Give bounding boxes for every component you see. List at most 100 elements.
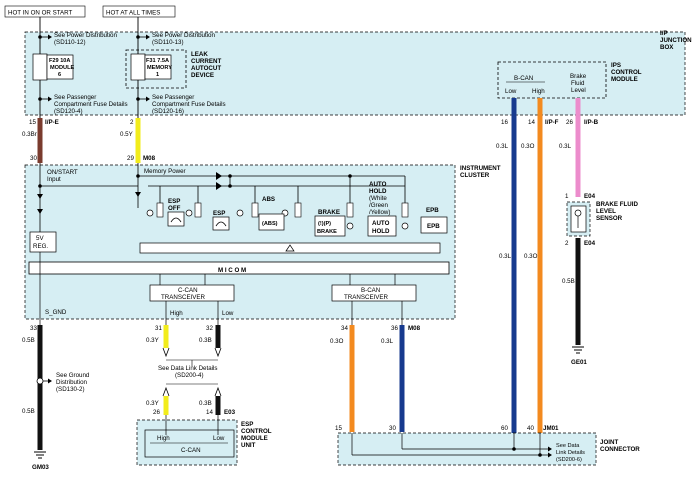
auto-hold-color-2: /Green — [369, 202, 388, 209]
junction-box-title-2: JUNCTION — [660, 37, 692, 44]
diode-icon — [135, 192, 141, 197]
arrow-icon — [146, 34, 150, 40]
hot-all-times-label: HOT AT ALL TIMES — [106, 10, 160, 17]
indicator-lamps — [146, 202, 409, 230]
arrow-icon — [48, 34, 52, 40]
esp-icon — [212, 216, 230, 231]
continuation-icon — [162, 386, 170, 397]
ground-dist-1: See Ground — [56, 372, 90, 379]
pass-fuse-2b: Compartment Fuse Details — [152, 101, 226, 108]
fuse-1 — [32, 53, 48, 81]
pin-14-esp: 14 — [206, 409, 213, 416]
leak-label-2: CURRENT — [191, 58, 221, 65]
wire-spec-blue-long: 0.3L — [499, 253, 512, 260]
conn-e03: E03 — [224, 409, 236, 416]
on-start-label: ON/START — [47, 169, 78, 176]
diode-icon — [37, 194, 43, 199]
esp-module-title-1: ESP — [241, 421, 253, 428]
pin-30: 30 — [30, 155, 37, 162]
power-dist-2: See Power Distribution — [152, 32, 215, 39]
joint-data-link-2: Link Details — [556, 450, 585, 456]
ips-bcan-label: B-CAN — [514, 75, 533, 82]
conn-e04-top: E04 — [584, 193, 596, 200]
fuse-1-label: F29 10A MODULE 6 — [46, 54, 75, 80]
b-can-transceiver — [331, 284, 417, 302]
ips-title-1: IPS — [611, 62, 621, 69]
esp-module-title-2: CONTROL — [241, 428, 272, 435]
joint-internal-wiring — [351, 433, 548, 456]
sensor-title-3: SENSOR — [596, 215, 623, 222]
epb-icon — [420, 216, 448, 234]
header-hot-all-times: HOT AT ALL TIMES — [102, 5, 176, 18]
pin-16: 16 — [501, 119, 508, 126]
fuse-2-label: F31 7.5A MEMORY 1 — [144, 54, 172, 80]
brake-icon — [314, 215, 346, 237]
pass-fuse-1a: See Passenger — [54, 94, 96, 101]
epb-icon-text: EPB — [427, 223, 440, 230]
pin-32: 32 — [206, 325, 213, 332]
pin-14: 14 — [528, 119, 535, 126]
wire-spec-34: 0.3O — [330, 338, 344, 345]
conn-e04-bottom: E04 — [584, 240, 596, 247]
data-link-details-2: (SD200-4) — [175, 372, 204, 379]
wire-spec-blue: 0.3L — [496, 143, 509, 150]
brake-icon-text-2: BRAKE — [317, 229, 337, 235]
bcan-label-1: B-CAN — [361, 287, 380, 294]
wire-spec-36: 0.3L — [381, 338, 394, 345]
ips-title-3: MODULE — [611, 76, 638, 83]
arrow-icon — [548, 452, 552, 458]
abs-icon — [258, 213, 285, 231]
esp-label: ESP — [213, 210, 225, 217]
leak-current-device — [125, 49, 187, 89]
fuse-2-number: 1 — [156, 72, 159, 78]
pin-29: 29 — [127, 155, 134, 162]
pass-fuse-1b: Compartment Fuse Details — [54, 101, 128, 108]
ips-title-2: CONTROL — [611, 69, 642, 76]
fuse-1-name: MODULE — [50, 65, 75, 71]
arrow-icon — [48, 378, 52, 384]
pin-1-e04: 1 — [565, 193, 569, 200]
fuse-1-number: 6 — [58, 72, 61, 78]
ground-ge01-icon — [572, 346, 584, 354]
fuse-2 — [130, 53, 146, 81]
ips-high-label: High — [532, 88, 545, 95]
conn-m08-bottom: M08 — [408, 325, 421, 332]
esp-off-icon — [167, 211, 185, 227]
diode-icon — [37, 209, 43, 214]
abs-label: ABS — [262, 196, 275, 203]
ground-gm03-icon — [34, 451, 46, 459]
fuse-2-rating: F31 7.5A — [146, 58, 169, 64]
esp-unit-label: UNIT — [241, 442, 256, 449]
ips-brake-3: Level — [571, 87, 586, 94]
pin-34: 34 — [341, 325, 348, 332]
auto-hold-icon — [367, 215, 397, 237]
wire-spec-brown: 0.3Br — [22, 131, 37, 138]
joint-pin-30: 30 — [389, 425, 396, 432]
regulator-label-1: 5V — [36, 235, 44, 242]
joint-data-link-3: (SD200-6) — [556, 457, 582, 463]
ground-dist-3: (SD130-2) — [56, 386, 85, 393]
input-label: Input — [47, 176, 61, 183]
auto-hold-icon-text-2: HOLD — [372, 228, 390, 235]
pass-fuse-1c: (SD120-4) — [54, 108, 83, 115]
esp-unit — [144, 429, 235, 458]
conn-m08-top: M08 — [143, 155, 156, 162]
auto-hold-color-1: (White — [369, 195, 387, 202]
c-can-transceiver — [149, 284, 235, 302]
sensor-title-2: LEVEL — [596, 208, 616, 215]
pin-2: 2 — [130, 119, 134, 126]
power-dist-1: See Power Distribution — [54, 32, 117, 39]
micom-label: M I C O M — [218, 267, 246, 274]
pin-31: 31 — [155, 325, 162, 332]
header-hot-on-start: HOT IN ON OR START — [4, 5, 86, 18]
ground-ge01-label: GE01 — [571, 359, 587, 366]
s-gnd-label: S_GND — [45, 309, 67, 316]
epb-label: EPB — [426, 207, 439, 214]
triangle-icon — [285, 244, 295, 252]
power-dist-1-ref: (SD110-12) — [54, 39, 86, 46]
pin-2-e04: 2 — [565, 240, 569, 247]
conn-ip-b: I/P-B — [584, 119, 599, 126]
arrow-icon — [48, 96, 52, 102]
sensor-title-1: BRAKE FLUID — [596, 201, 638, 208]
micom-block — [28, 261, 450, 275]
